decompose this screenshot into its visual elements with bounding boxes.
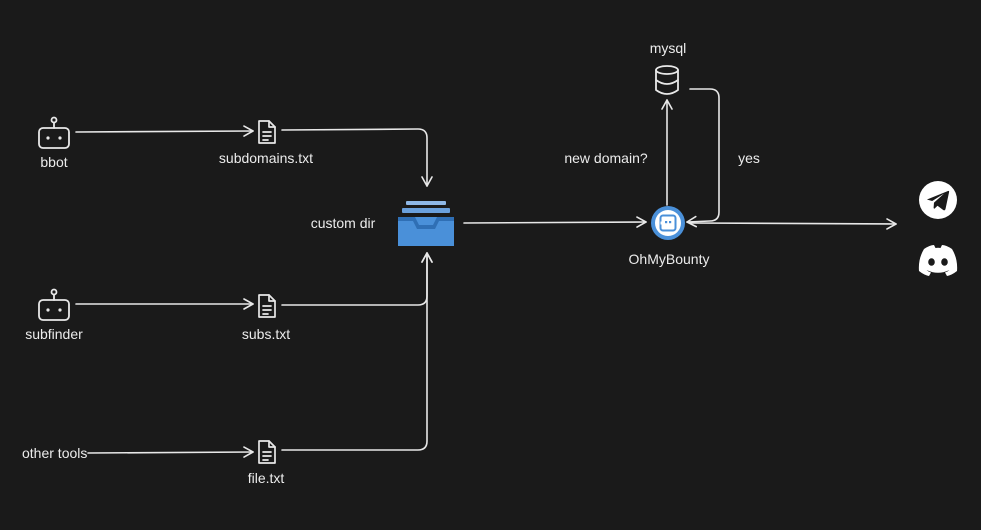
other-tools-label: other tools bbox=[22, 445, 88, 461]
arrow-subdomains-to-custom-dir bbox=[281, 128, 433, 187]
subfinder-label: subfinder bbox=[25, 326, 83, 342]
inbox-tray-icon bbox=[398, 201, 454, 246]
bbot-label: bbot bbox=[40, 154, 68, 170]
arrow-subs-to-custom-dir bbox=[281, 252, 433, 306]
document-icon bbox=[258, 120, 276, 144]
robot-icon bbox=[38, 288, 70, 321]
telegram-icon bbox=[919, 181, 957, 219]
arrow-ohmybounty-to-notifiers bbox=[689, 218, 897, 230]
database-icon bbox=[655, 65, 679, 95]
discord-icon bbox=[918, 245, 958, 276]
arrow-bbot-to-subdomains bbox=[75, 125, 254, 137]
ohmybounty-logo-icon bbox=[651, 206, 685, 240]
yes-edge-label: yes bbox=[738, 150, 760, 166]
subs-file-label: subs.txt bbox=[241, 326, 291, 342]
document-icon bbox=[258, 440, 276, 464]
arrow-other-tools-to-file bbox=[87, 446, 254, 458]
robot-icon bbox=[38, 116, 70, 149]
arrow-mysql-to-ohmybounty bbox=[686, 88, 720, 228]
mysql-label: mysql bbox=[649, 40, 687, 56]
file-txt-label: file.txt bbox=[247, 470, 285, 486]
new-domain-edge-label: new domain? bbox=[564, 150, 648, 166]
arrow-file-to-custom-dir bbox=[281, 252, 433, 451]
arrow-custom-dir-to-ohmybounty bbox=[463, 216, 647, 228]
ohmybounty-label: OhMyBounty bbox=[628, 251, 710, 267]
subdomains-file-label: subdomains.txt bbox=[218, 150, 314, 166]
document-icon bbox=[258, 294, 276, 318]
custom-dir-label: custom dir bbox=[310, 215, 376, 231]
